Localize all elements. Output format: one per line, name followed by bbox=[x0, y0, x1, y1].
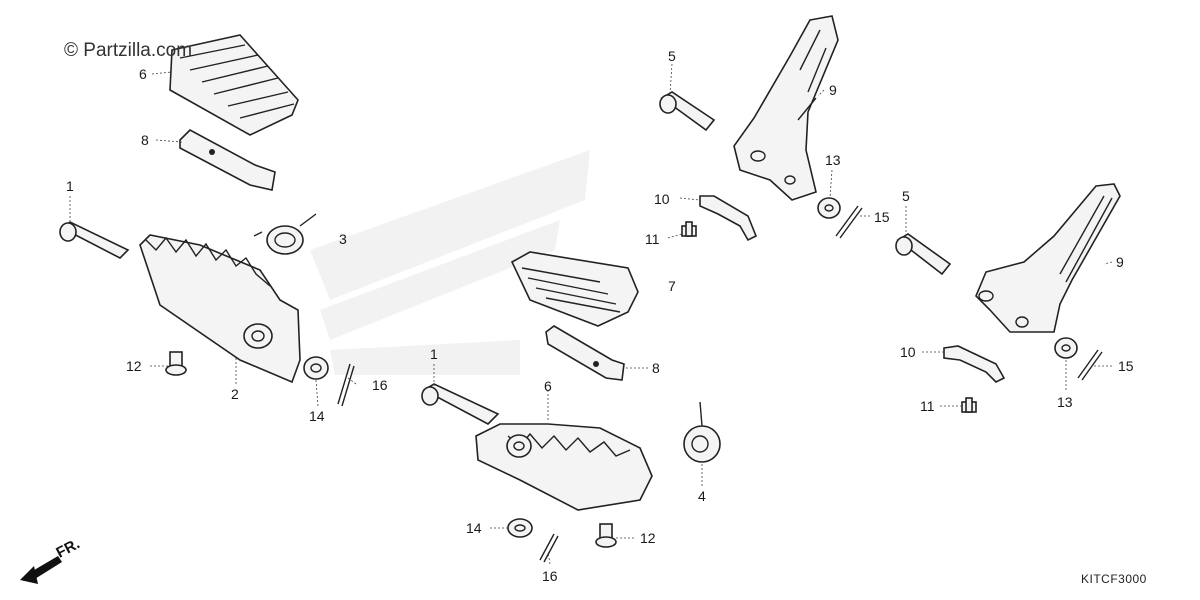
cotter-pin-15-upper[interactable] bbox=[835, 205, 863, 239]
pin-5-upper[interactable] bbox=[659, 91, 716, 132]
callout-9-lower[interactable]: 9 bbox=[1116, 254, 1124, 270]
callout-10-lower[interactable]: 10 bbox=[900, 344, 916, 360]
front-direction-arrow bbox=[20, 556, 62, 584]
washer-13-lower[interactable] bbox=[1054, 337, 1078, 359]
spring-3[interactable] bbox=[253, 213, 317, 255]
callout-1-center[interactable]: 1 bbox=[430, 346, 438, 362]
footpeg-center[interactable] bbox=[475, 423, 653, 511]
honda-wing-watermark bbox=[310, 150, 590, 375]
callout-7-left[interactable]: 6 bbox=[139, 66, 147, 82]
callout-14-left[interactable]: 14 bbox=[309, 408, 325, 424]
callout-8-center[interactable]: 8 bbox=[652, 360, 660, 376]
callout-15-upper[interactable]: 15 bbox=[874, 209, 890, 225]
callout-16-center[interactable]: 16 bbox=[542, 568, 558, 584]
screw-11-upper[interactable] bbox=[681, 221, 697, 237]
washer-center[interactable] bbox=[507, 518, 533, 538]
rubber-pad-top-left[interactable] bbox=[169, 34, 299, 136]
callout-10-upper[interactable]: 10 bbox=[654, 191, 670, 207]
callout-2[interactable]: 2 bbox=[231, 386, 239, 402]
step-arm-upper[interactable] bbox=[733, 15, 839, 201]
callout-16-left[interactable]: 16 bbox=[372, 377, 388, 393]
plate-top-left[interactable] bbox=[179, 129, 276, 191]
clip-10-upper[interactable] bbox=[699, 195, 758, 242]
screw-11-lower[interactable] bbox=[961, 397, 977, 413]
callout-4[interactable]: 4 bbox=[698, 488, 706, 504]
pin-left[interactable] bbox=[59, 221, 130, 259]
callout-12-center[interactable]: 12 bbox=[640, 530, 656, 546]
callout-11-upper[interactable]: 11 bbox=[645, 231, 660, 247]
washer-left[interactable] bbox=[303, 356, 329, 380]
callout-14-center[interactable]: 14 bbox=[466, 520, 482, 536]
cotter-pin-left[interactable] bbox=[337, 363, 355, 407]
callout-7-center[interactable]: 7 bbox=[668, 278, 676, 294]
callout-8-left[interactable]: 8 bbox=[141, 132, 149, 148]
bolt-left[interactable] bbox=[165, 351, 187, 376]
step-arm-lower[interactable] bbox=[975, 183, 1121, 333]
callout-5-lower[interactable]: 5 bbox=[902, 188, 910, 204]
leader-lines bbox=[69, 63, 1113, 565]
callout-15-lower[interactable]: 15 bbox=[1118, 358, 1134, 374]
diagram-code: KITCF3000 bbox=[1081, 572, 1147, 586]
bolt-center[interactable] bbox=[595, 523, 617, 548]
callout-9-upper[interactable]: 9 bbox=[829, 82, 837, 98]
washer-13-upper[interactable] bbox=[817, 197, 841, 219]
callout-11-lower[interactable]: 11 bbox=[920, 398, 935, 414]
clip-10-lower[interactable] bbox=[943, 345, 1006, 383]
cotter-pin-center[interactable] bbox=[539, 533, 559, 563]
callout-12-left[interactable]: 12 bbox=[126, 358, 142, 374]
footpeg-left[interactable] bbox=[139, 234, 301, 384]
pin-5-lower[interactable] bbox=[895, 233, 952, 276]
callout-5-upper[interactable]: 5 bbox=[668, 48, 676, 64]
pin-center[interactable] bbox=[421, 383, 500, 425]
callout-1-left[interactable]: 1 bbox=[66, 178, 74, 194]
cotter-pin-15-lower[interactable] bbox=[1077, 349, 1103, 381]
spring-4[interactable] bbox=[683, 401, 721, 463]
callout-13-lower[interactable]: 13 bbox=[1057, 394, 1073, 410]
callout-3[interactable]: 3 bbox=[339, 231, 347, 247]
rubber-pad-center[interactable] bbox=[510, 251, 639, 327]
callout-13-upper[interactable]: 13 bbox=[825, 152, 841, 168]
plate-center[interactable] bbox=[545, 325, 625, 381]
callout-6[interactable]: 6 bbox=[544, 378, 552, 394]
watermark-text: © Partzilla.com bbox=[64, 40, 193, 61]
